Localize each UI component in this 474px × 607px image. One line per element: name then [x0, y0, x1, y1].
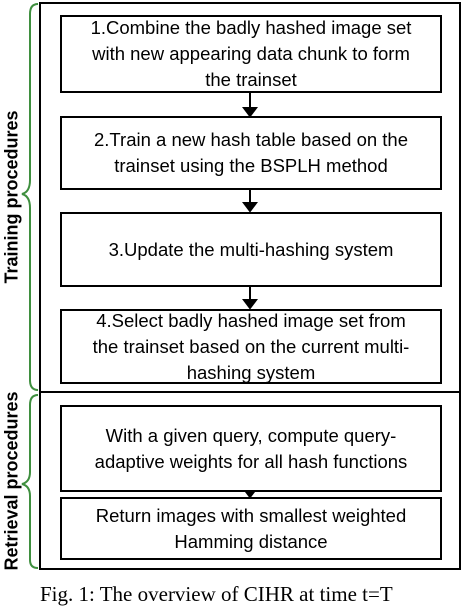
- training-brace: [21, 3, 39, 391]
- retrieval-procedures-label: Retrieval procedures: [1, 391, 22, 571]
- training-step-2: 2.Train a new hash table based on the tr…: [60, 116, 442, 190]
- training-step-3: 3.Update the multi-hashing system: [60, 212, 442, 287]
- training-step-4: 4.Select badly hashed image set from the…: [60, 309, 442, 384]
- retrieval-step-2: Return images with smallest weighted Ham…: [60, 497, 442, 560]
- flow-arrows: [242, 93, 258, 499]
- figure-caption: Fig. 1: The overview of CIHR at time t=T: [40, 582, 393, 606]
- training-step-1: 1.Combine the badly hashed image set wit…: [60, 15, 442, 93]
- retrieval-brace: [21, 394, 39, 569]
- retrieval-frame: [39, 391, 461, 570]
- retrieval-step-1: With a given query, compute query-adapti…: [60, 405, 442, 492]
- training-procedures-label: Training procedures: [1, 110, 22, 284]
